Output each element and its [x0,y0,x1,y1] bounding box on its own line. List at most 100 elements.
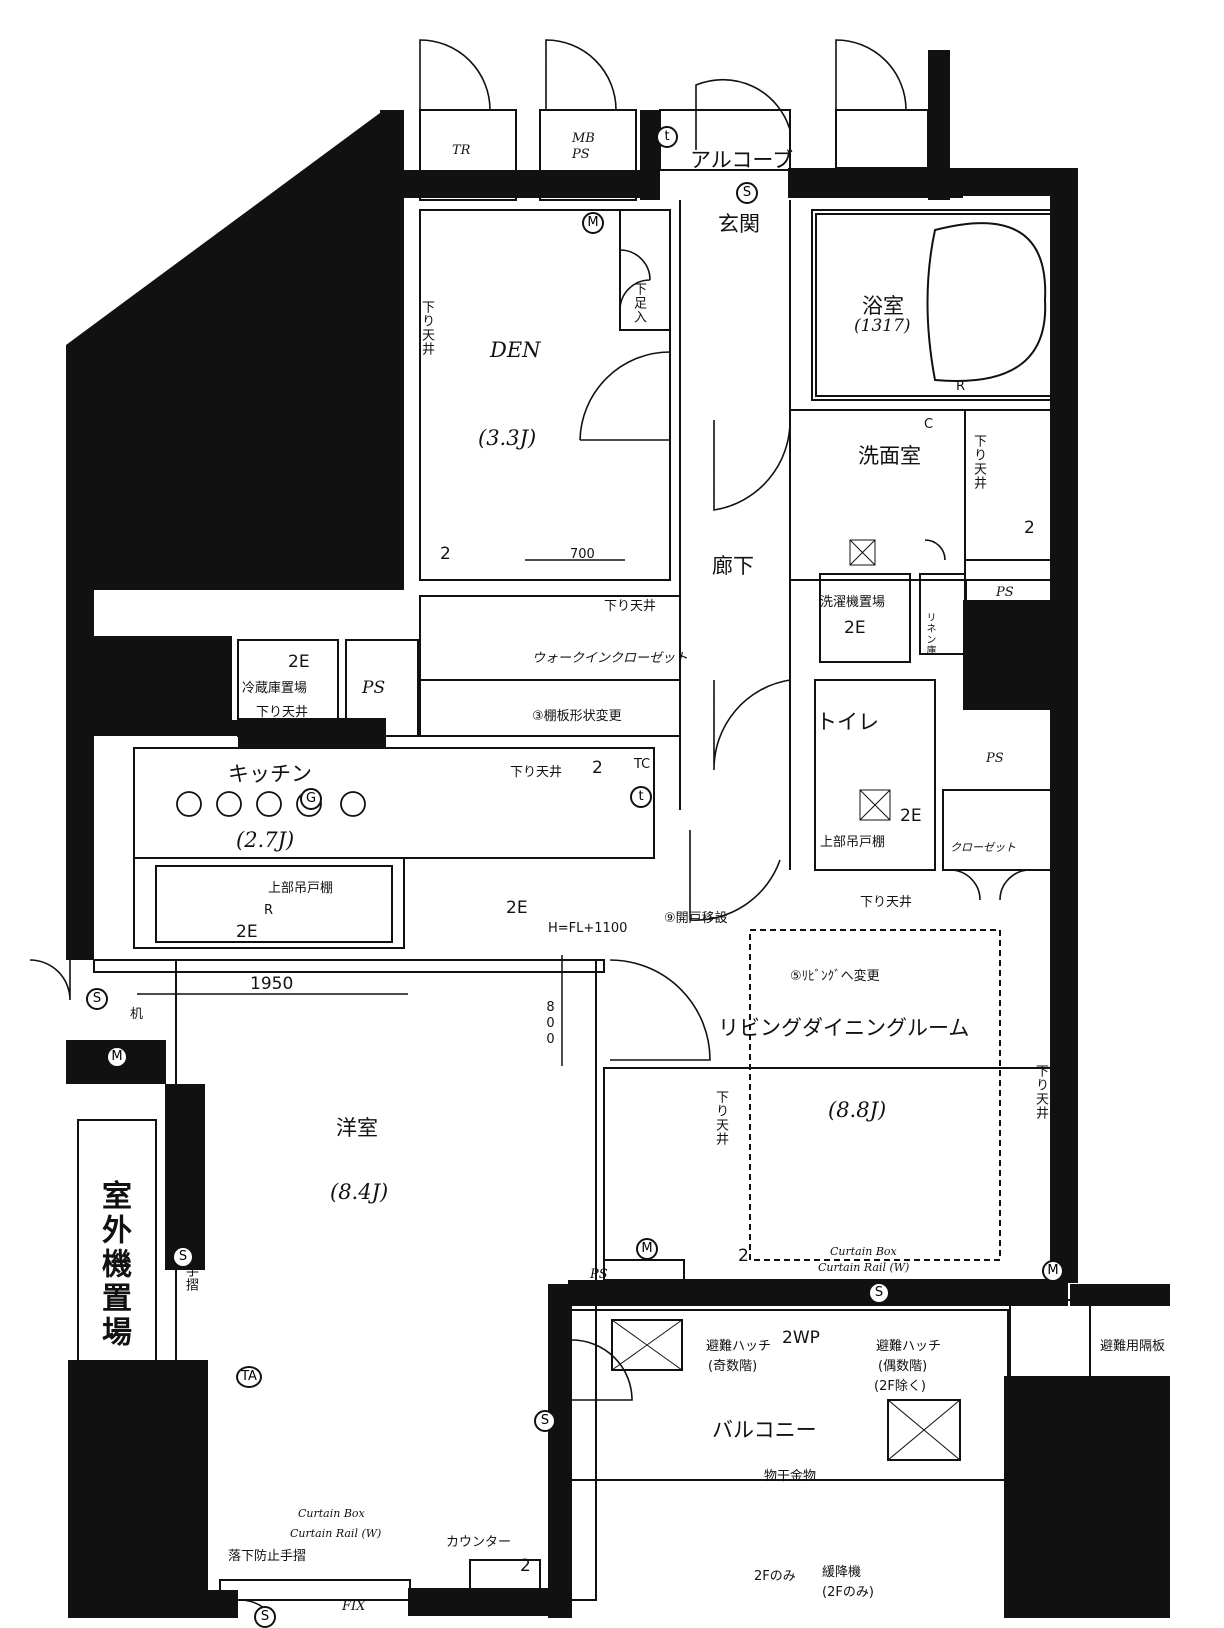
bath-label: 浴室 [862,294,904,318]
south-wall-living [568,1280,1068,1306]
partition [1009,1299,1091,1381]
curtain-rail-living: Curtain Rail (W) [818,1261,910,1274]
west-wall [66,110,404,960]
walkin-closet [419,595,681,737]
outdoor-unit-label: 室外機置場 [96,1180,131,1350]
entrance-label: 玄関 [718,212,760,236]
outdoor-unit [77,1119,157,1391]
fridge-label: 冷蔵庫置場 [242,681,308,696]
symbol-tc: TC [634,757,651,772]
east-ps-wall [963,600,1071,710]
counter-2: 2 [520,1556,531,1576]
curtain-box-living: Curtain Box [830,1245,897,1258]
only-2f-label: 2Fのみ [754,1569,796,1584]
partition-label: 避難用隔板 [1100,1339,1166,1354]
mb-label: MB [572,131,595,146]
symbol-t-alcove: t [656,126,678,148]
clothes-hanger-label: 物干金物 [764,1469,817,1484]
living-ceiling-note-e: 下り天井 [1033,1064,1048,1120]
laundry-2e: 2E [844,618,866,638]
dim-800: 800 [543,1000,558,1048]
fridge-2e: 2E [288,652,310,672]
counter-box [469,1559,541,1597]
balcony-outline [567,1309,1009,1481]
dim-700: 700 [570,547,595,562]
descender-label: 緩降機 [822,1565,862,1580]
descender-sub: (2Fのみ) [822,1585,874,1600]
washroom-outline [789,409,966,581]
ev-label: EV [230,382,255,402]
west-room-wall [165,1084,205,1270]
counter-label: カウンター [446,1535,512,1550]
laundry-pan [819,573,911,663]
curtain-rail-south: Curtain Rail (W) [290,1527,382,1540]
mbps-box [539,109,637,201]
symbol-r-bath: R [956,379,966,394]
hatch-odd [611,1319,683,1371]
east-ps-box [965,579,1055,607]
fall-rail-south: 落下防止手摺 [228,1549,307,1564]
ev-east-wall [380,110,404,590]
walkin-label: ウォークインクローゼット [532,651,689,666]
corridor-label: 廊下 [712,554,754,578]
symbol-m-den: M [582,212,604,234]
curtain-box-south: Curtain Box [298,1507,365,1520]
bathtub [926,222,1047,382]
den-outline [419,209,671,581]
2wp-label: 2WP [782,1328,820,1348]
shoe-box-label: 下足入 [631,282,646,324]
to-living-note: ⑤ﾘﾋﾞﾝｸﾞへ変更 [790,969,880,984]
symbol-s-outdoor: S [172,1246,194,1268]
vanity [964,409,1056,561]
south-wall-west [208,1590,238,1618]
hatch-even-label: 避難ハッチ [876,1339,942,1354]
den-size: (3.3J) [478,426,537,450]
sw-block [68,1360,208,1618]
alcove-label: アルコーブ [690,148,794,172]
kitchen-2e: 2E [506,898,528,918]
kitchen-north-wall [238,718,386,748]
west-outer-wall [66,345,94,960]
tr-box [419,109,517,201]
toilet-label: トイレ [816,710,879,734]
walkin-ceiling-note: 下り天井 [604,599,657,614]
structural-walls [66,50,1170,1618]
ps-washroom: PS [996,585,1014,600]
symbol-c-wash: C [924,417,934,432]
kitchen-nw-wall [94,720,244,736]
north-east-pillar [928,50,950,200]
den-2: 2 [440,544,451,564]
symbol-s-living: S [868,1282,890,1304]
symbol-s-west: S [86,988,108,1010]
fridge-ceiling-note: 下り天井 [256,705,309,720]
alcove-west-wall [640,110,660,200]
symbol-m-living-w: M [636,1238,658,1260]
symbol-m-west: M [106,1046,128,1068]
hatch-even-sub: (偶数階) [878,1359,928,1374]
living-label: リビングダイニングルーム [718,1016,970,1040]
west-room-north-wall [93,959,605,973]
ps-living: PS [590,1267,608,1282]
bath-size: (1317) [854,316,911,336]
linen-cabinet [919,573,966,655]
kitchen-label: キッチン [228,762,312,786]
south-wall-balcony [408,1588,548,1616]
kitchen-2: 2 [592,758,603,778]
toilet-2e: 2E [900,806,922,826]
balcony-label: バルコニー [712,1418,817,1442]
dimension-lines [137,559,625,1066]
kitchen-ps [345,639,419,737]
western-size: (8.4J) [330,1180,389,1204]
se-block [1004,1376,1170,1618]
ev-south-wall [94,560,404,590]
north-wall-a [404,170,658,198]
symbol-g-stove: G [300,788,322,810]
shoe-box [619,209,671,331]
kitchen-ceiling-note: 下り天井 [510,765,563,780]
dim-1950: 1950 [250,974,294,994]
washroom-ceiling-note: 下り天井 [971,434,986,490]
fix-label: FIX [342,1599,366,1614]
x-marks [611,539,961,1461]
shelf-change-note: ③棚板形状変更 [532,709,622,724]
